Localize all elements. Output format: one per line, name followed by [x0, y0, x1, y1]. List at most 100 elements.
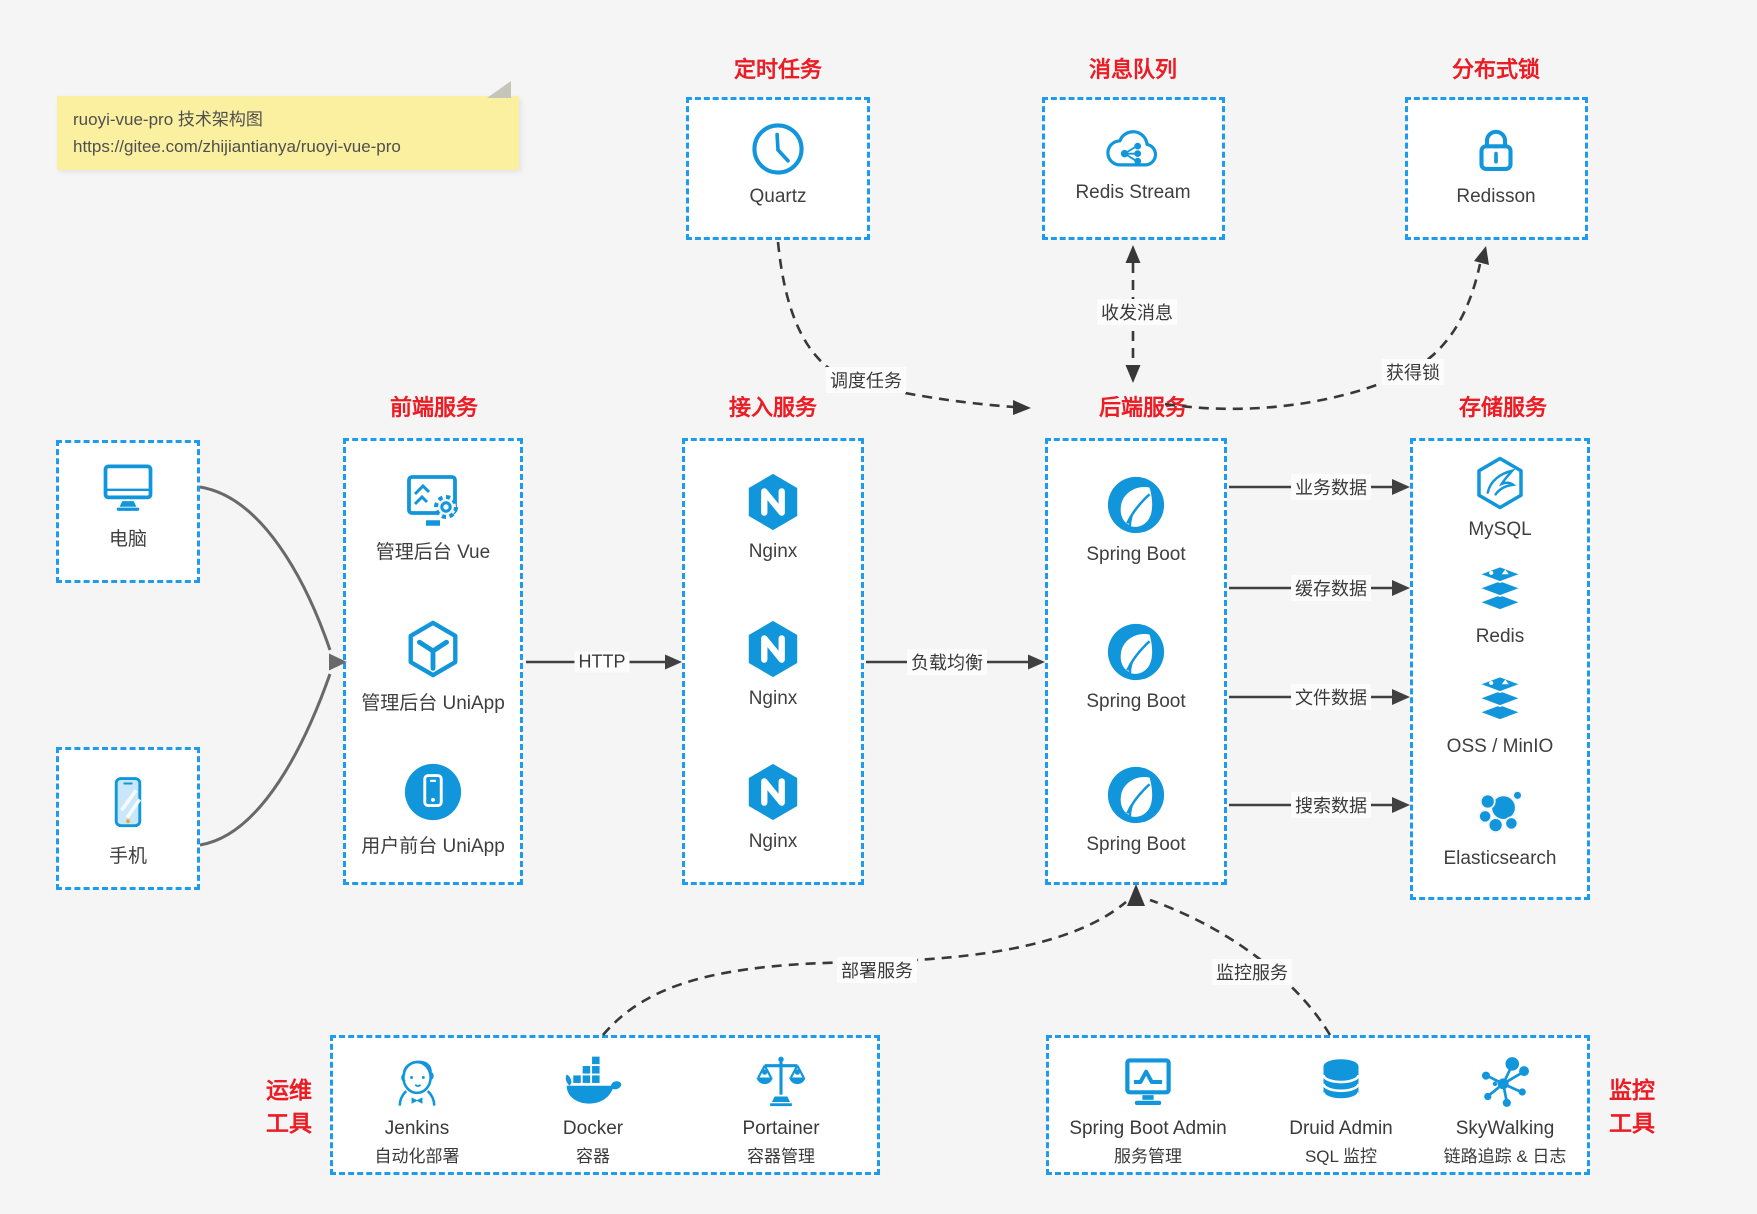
storage-item-elasticsearch: Elasticsearch: [1385, 784, 1615, 870]
ops-title-line2: 工具: [266, 1110, 312, 1136]
gateway-item-3-label: Nginx: [748, 831, 798, 852]
desktop-icon: [103, 464, 153, 511]
edge-label-biz-data: 业务数据: [1291, 474, 1371, 500]
redisson-item: Redisson: [1381, 120, 1611, 208]
lock-icon: [1479, 129, 1513, 171]
storage-item-elasticsearch-label: Elasticsearch: [1443, 848, 1557, 869]
note-fold-corner: [487, 81, 511, 98]
nginx-icon: [748, 473, 798, 531]
edge-label-monitor: 监控服务: [1212, 959, 1292, 985]
clock-icon: [752, 123, 804, 175]
database-icon: [1322, 1059, 1360, 1101]
monitor-item-skywalking: SkyWalking 链路追踪 & 日志: [1390, 1053, 1620, 1167]
mobile-icon: [114, 777, 142, 828]
ops-item-jenkins-name: Jenkins: [384, 1118, 450, 1139]
frontend-item-user-uniapp: 用户前台 UniApp: [318, 761, 548, 858]
oss-icon: [1476, 675, 1524, 722]
storage-item-redis: Redis: [1385, 562, 1615, 648]
note-url: https://gitee.com/zhijiantianya/ruoyi-vu…: [73, 137, 401, 156]
edge-label-load-balance: 负载均衡: [907, 649, 987, 675]
frontend-item-vue: 管理后台 Vue: [318, 471, 548, 564]
ops-item-portainer: Portainer 容器管理: [666, 1053, 896, 1167]
ops-item-portainer-name: Portainer: [742, 1118, 820, 1139]
mysql-icon: [1477, 456, 1523, 510]
backend-item-2: Spring Boot: [1021, 621, 1251, 713]
ops-tools-title: 运维 工具: [266, 1074, 312, 1140]
edge-label-mq: 收发消息: [1097, 299, 1177, 325]
gateway-item-1: Nginx: [658, 471, 888, 563]
gateway-item-2: Nginx: [658, 618, 888, 710]
monitor-tools-title: 监控 工具: [1609, 1074, 1655, 1140]
monitor-item-druid-name: Druid Admin: [1289, 1118, 1393, 1139]
backend-item-1: Spring Boot: [1021, 474, 1251, 566]
edge-label-cache-data: 缓存数据: [1291, 575, 1371, 601]
redis-stream-label: Redis Stream: [1075, 182, 1191, 203]
sticky-note: ruoyi-vue-pro 技术架构图 https://gitee.com/zh…: [57, 81, 519, 170]
redis-stream-item: Redis Stream: [1018, 122, 1248, 204]
redis-icon: [1476, 565, 1524, 612]
storage-item-mysql-label: MySQL: [1468, 519, 1532, 540]
spring-boot-icon: [1107, 476, 1165, 534]
section-title-message-queue: 消息队列: [1088, 57, 1178, 82]
monitor-item-skywalking-name: SkyWalking: [1455, 1118, 1555, 1139]
ops-item-docker-desc: 容器: [576, 1147, 610, 1166]
monitor-chart-icon: [1125, 1058, 1171, 1105]
ops-item-jenkins-desc: 自动化部署: [374, 1147, 460, 1166]
ops-title-line1: 运维: [266, 1077, 312, 1103]
portainer-icon: [756, 1056, 806, 1107]
quartz-item: Quartz: [663, 120, 893, 208]
quartz-label: Quartz: [749, 186, 807, 207]
quartz-box: [686, 97, 870, 240]
section-title-scheduled-tasks: 定时任务: [733, 57, 823, 82]
molecule-icon: [1481, 1057, 1530, 1107]
mobile-client-label: 手机: [108, 846, 147, 867]
gateway-item-2-label: Nginx: [748, 688, 798, 709]
storage-item-mysql: MySQL: [1385, 455, 1615, 541]
pc-client-item: 电脑: [13, 458, 243, 551]
nginx-icon: [748, 620, 798, 678]
solid-arrows: [526, 485, 1392, 807]
section-title-frontend: 前端服务: [389, 395, 479, 420]
redis-stream-box: [1042, 97, 1225, 240]
edge-label-schedule: 调度任务: [826, 367, 906, 393]
monitor-title-line1: 监控: [1609, 1077, 1655, 1103]
monitor-item-skywalking-desc: 链路追踪 & 日志: [1443, 1147, 1567, 1166]
backend-item-1-label: Spring Boot: [1086, 544, 1186, 565]
section-title-gateway: 接入服务: [728, 395, 818, 420]
nginx-icon: [748, 763, 798, 821]
monitor-title-line2: 工具: [1609, 1110, 1655, 1136]
monitor-item-druid: Druid Admin SQL 监控: [1226, 1053, 1456, 1167]
monitor-item-druid-desc: SQL 监控: [1304, 1147, 1378, 1166]
ops-tools-box: [330, 1035, 880, 1175]
edge-label-file-data: 文件数据: [1291, 684, 1371, 710]
cloud-mq-icon: [1106, 130, 1158, 167]
monitor-item-sba-name: Spring Boot Admin: [1069, 1118, 1227, 1139]
elasticsearch-icon: [1478, 790, 1523, 833]
redisson-label: Redisson: [1456, 186, 1536, 207]
user-app-icon: [404, 763, 462, 821]
section-title-backend: 后端服务: [1098, 395, 1188, 420]
docker-icon: [565, 1056, 622, 1104]
backend-item-2-label: Spring Boot: [1086, 691, 1186, 712]
note-title: ruoyi-vue-pro 技术架构图: [73, 110, 263, 129]
edge-label-deploy: 部署服务: [837, 957, 917, 983]
admin-dashboard-icon: [407, 475, 458, 526]
storage-item-redis-label: Redis: [1475, 626, 1525, 647]
ops-item-jenkins: Jenkins 自动化部署: [302, 1053, 532, 1167]
gateway-item-1-label: Nginx: [748, 541, 798, 562]
edge-label-search-data: 搜索数据: [1291, 792, 1371, 818]
section-title-storage: 存储服务: [1458, 395, 1548, 420]
spring-boot-icon: [1107, 623, 1165, 681]
edge-label-http: HTTP: [574, 651, 630, 673]
frontend-item-vue-label: 管理后台 Vue: [375, 542, 491, 563]
frontend-item-user-uniapp-label: 用户前台 UniApp: [361, 836, 505, 857]
edge-label-lock: 获得锁: [1382, 359, 1444, 385]
mobile-client-item: 手机: [13, 773, 243, 868]
ops-item-docker: Docker 容器: [478, 1053, 708, 1167]
pc-client-label: 电脑: [108, 529, 147, 550]
storage-item-oss-label: OSS / MinIO: [1446, 736, 1554, 757]
spring-boot-icon: [1107, 766, 1165, 824]
ops-item-docker-name: Docker: [562, 1118, 624, 1139]
section-title-distributed-lock: 分布式锁: [1451, 57, 1541, 82]
